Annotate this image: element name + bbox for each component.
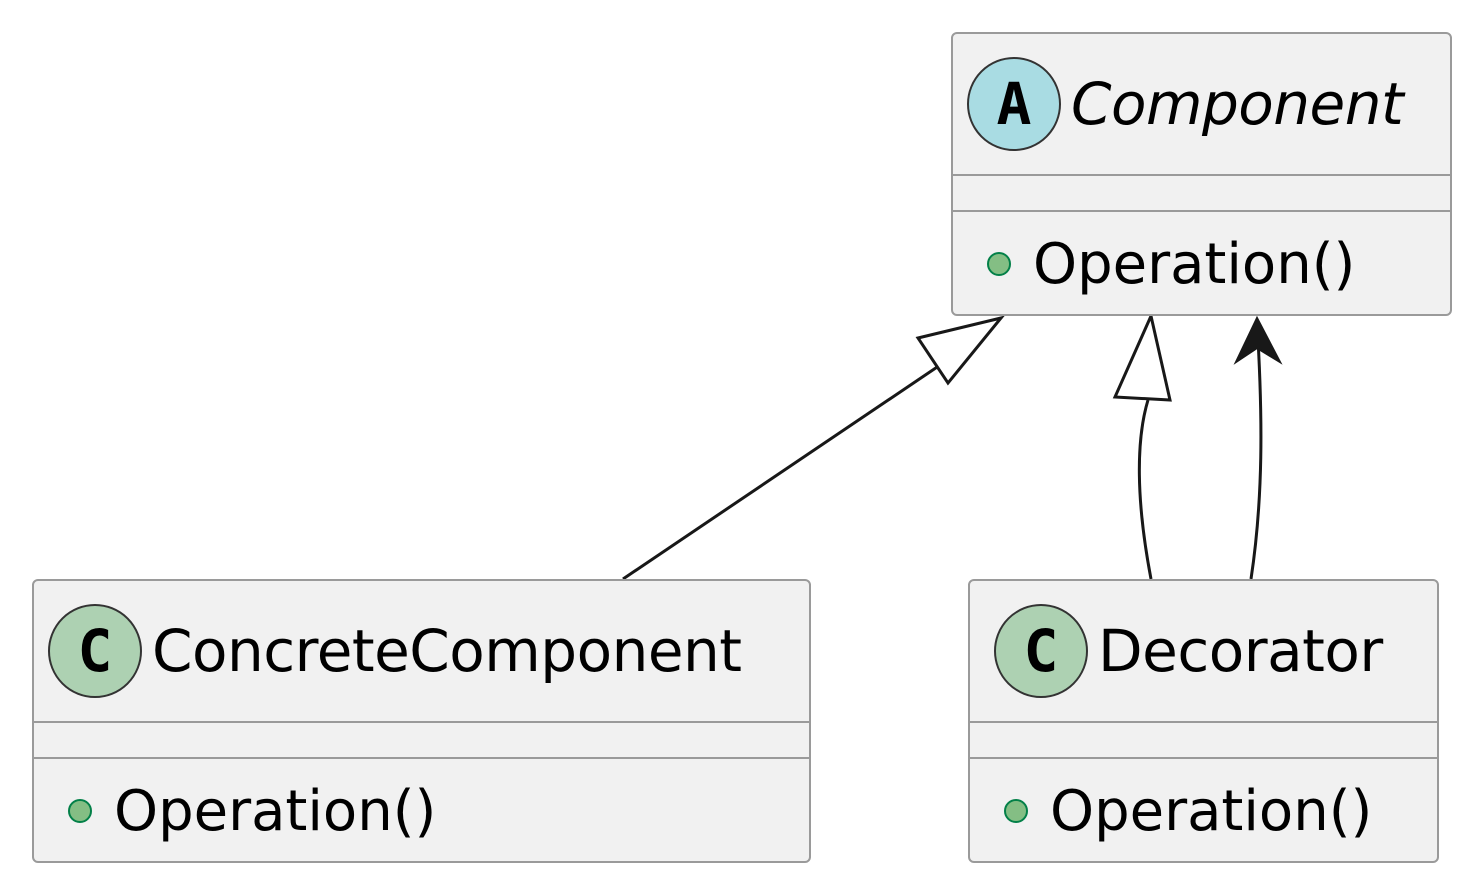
public-visibility-icon: [987, 252, 1011, 276]
class-header: C Decorator: [970, 581, 1437, 721]
method-row: Operation(): [34, 759, 809, 861]
abstract-class-badge: A: [967, 57, 1061, 151]
method-text: Operation(): [114, 778, 437, 844]
public-visibility-icon: [68, 799, 92, 823]
class-name: Component: [1071, 70, 1404, 138]
class-header: C ConcreteComponent: [34, 581, 809, 721]
class-badge: C: [48, 604, 142, 698]
fields-separator: [970, 721, 1437, 723]
methods-separator: [970, 757, 1437, 759]
public-visibility-icon: [1004, 799, 1028, 823]
edge-concrete-to-component: [622, 315, 1005, 581]
method-row: Operation(): [970, 759, 1437, 861]
class-decorator[interactable]: C Decorator Operation(): [968, 579, 1439, 863]
fields-separator: [34, 721, 809, 723]
fields-separator: [953, 174, 1450, 176]
methods-separator: [953, 210, 1450, 212]
class-header: A Component: [953, 34, 1450, 174]
edge-decorator-to-component-generalization: [1112, 311, 1172, 580]
class-name: ConcreteComponent: [152, 617, 742, 685]
methods-separator: [34, 757, 809, 759]
method-text: Operation(): [1033, 231, 1356, 297]
method-row: Operation(): [953, 212, 1450, 314]
method-text: Operation(): [1050, 778, 1373, 844]
class-concrete-component[interactable]: C ConcreteComponent Operation(): [32, 579, 811, 863]
class-component[interactable]: A Component Operation(): [951, 32, 1452, 316]
class-name: Decorator: [1098, 617, 1383, 685]
edge-decorator-to-component-association: [1233, 315, 1283, 580]
class-badge: C: [994, 604, 1088, 698]
